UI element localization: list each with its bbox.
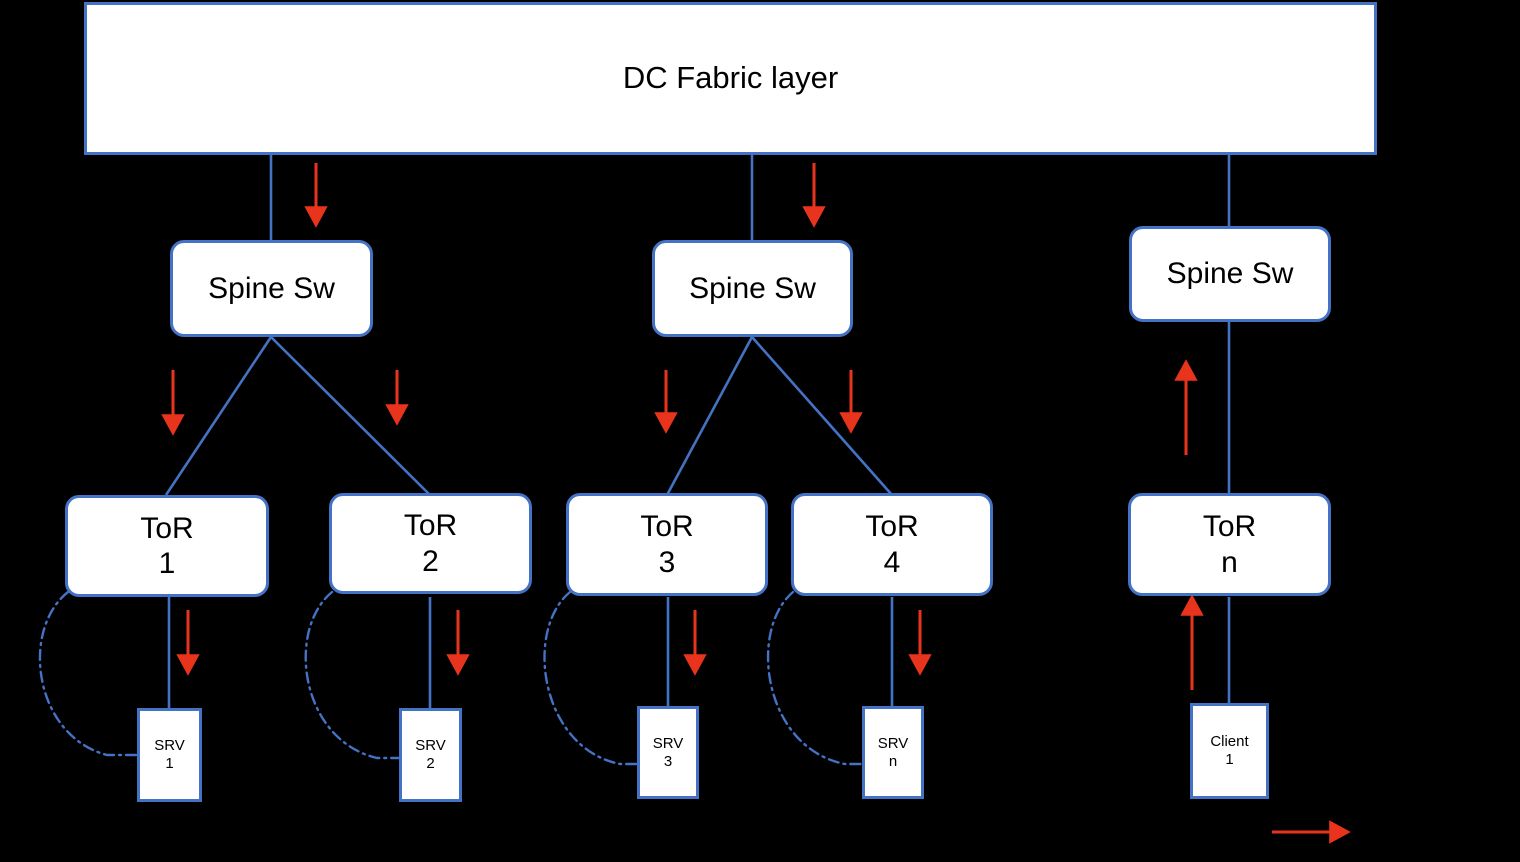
server-1-label: SRV xyxy=(154,737,185,755)
server-1-box[interactable]: SRV 1 xyxy=(137,708,202,802)
link-spine2-tor4 xyxy=(751,336,893,496)
spine-switch-1-label: Spine Sw xyxy=(208,271,335,305)
server-3-box[interactable]: SRV 3 xyxy=(637,706,699,799)
spine-switch-2-label: Spine Sw xyxy=(689,271,816,305)
tor-switch-4-label: ToR xyxy=(865,510,919,544)
spine-switch-n-label: Spine Sw xyxy=(1166,257,1294,291)
server-3-label: SRV xyxy=(652,734,684,752)
server-2-label: SRV xyxy=(415,737,446,755)
tor-switch-3-box[interactable]: ToR 3 xyxy=(566,493,768,596)
tor-switch-1-index: 1 xyxy=(158,547,176,580)
server-3-index: 3 xyxy=(663,752,673,770)
tor-switch-n-index: n xyxy=(1221,545,1238,579)
tor-switch-2-index: 2 xyxy=(422,544,439,578)
server-n-label: SRV xyxy=(877,734,909,752)
server-n-index: n xyxy=(888,752,898,770)
server-n-box[interactable]: SRV n xyxy=(862,706,924,799)
server-2-index: 2 xyxy=(426,755,435,772)
spine-switch-2-box[interactable]: Spine Sw xyxy=(652,240,853,337)
arc-tor2-srv2 xyxy=(304,590,402,760)
client-1-index: 1 xyxy=(1225,751,1234,768)
arc-tor4-srvn xyxy=(766,590,866,766)
arc-tor3-srv3 xyxy=(543,590,641,766)
tor-switch-4-index: 4 xyxy=(883,545,901,579)
tor-switch-n-label: ToR xyxy=(1202,510,1257,544)
link-spine1-tor1 xyxy=(164,336,273,496)
tor-switch-1-label: ToR xyxy=(140,511,194,545)
spine-switch-1-box[interactable]: Spine Sw xyxy=(170,240,373,337)
link-spine1-tor2 xyxy=(270,336,431,496)
arc-tor1-srv1 xyxy=(38,590,138,757)
dc-fabric-layer-label: DC Fabric layer xyxy=(622,60,839,96)
spine-switch-n-box[interactable]: Spine Sw xyxy=(1129,226,1331,322)
link-spine2-tor3 xyxy=(665,336,754,496)
tor-switch-1-box[interactable]: ToR 1 xyxy=(65,495,269,597)
client-1-box[interactable]: Client 1 xyxy=(1190,703,1269,799)
server-1-index: 1 xyxy=(165,755,174,772)
server-2-box[interactable]: SRV 2 xyxy=(399,708,462,802)
tor-switch-4-box[interactable]: ToR 4 xyxy=(791,493,993,596)
tor-switch-3-label: ToR xyxy=(640,510,694,544)
client-1-label: Client xyxy=(1210,733,1249,751)
tor-switch-3-index: 3 xyxy=(658,545,676,579)
tor-switch-2-label: ToR xyxy=(403,509,458,543)
dc-fabric-layer-box[interactable]: DC Fabric layer xyxy=(84,2,1377,155)
tor-switch-n-box[interactable]: ToR n xyxy=(1128,493,1331,596)
tor-switch-2-box[interactable]: ToR 2 xyxy=(329,493,532,594)
